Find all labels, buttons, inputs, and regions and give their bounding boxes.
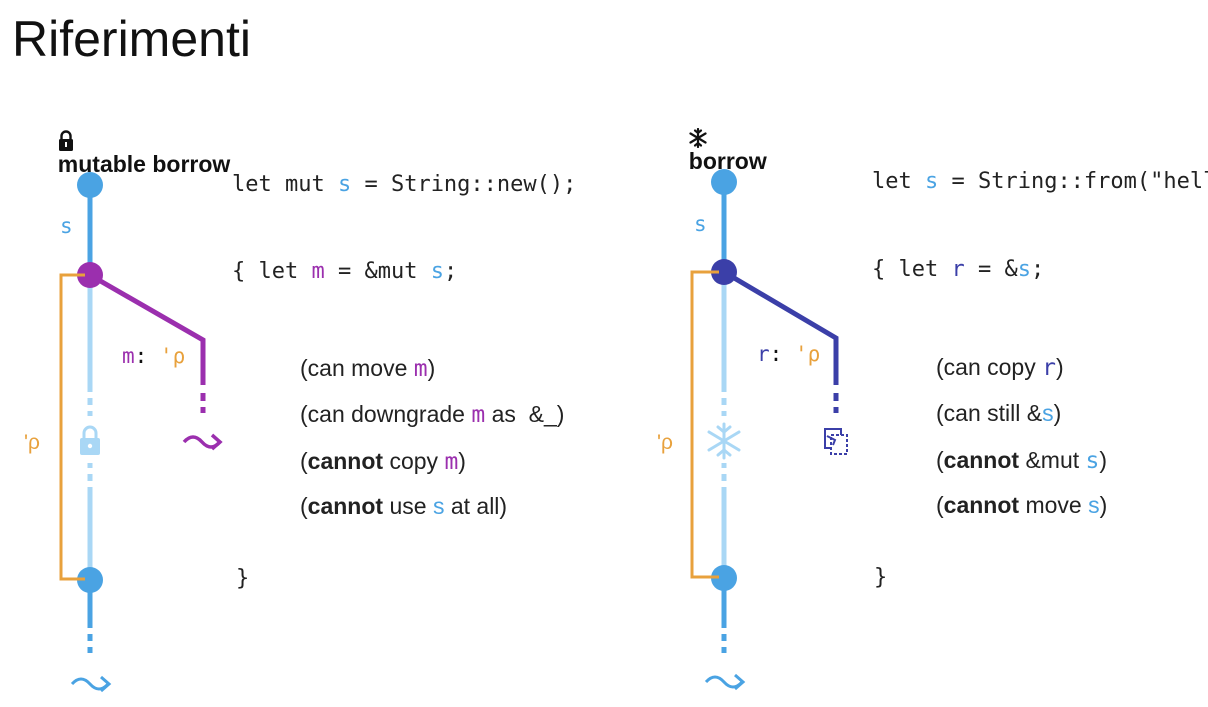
move-arrow-icon [70,675,112,693]
code-close-brace: } [874,565,888,590]
snowflake-icon [707,422,741,460]
note-cannot-mut-borrow: (cannot &mut s) [936,447,1108,474]
note-cannot-move: (cannot move s) [936,492,1108,518]
owner-label: s [694,212,707,236]
move-arrow-icon [704,673,746,691]
lock-icon [80,425,100,455]
right-heading-text: borrow [688,148,767,174]
owner-start-node [77,172,103,198]
lifetime-label: 'ρ [24,431,40,454]
mut-borrow-node [77,262,103,288]
code-line-let-m: { let m = &mut s; [232,259,458,284]
ref-label: r: 'ρ [757,342,821,366]
note-can-downgrade: (can downgrade m as &_) [300,401,565,428]
owner-end-node [77,567,103,593]
shared-borrow-node [711,259,737,285]
owner-label: s [60,214,73,238]
lifetime-bracket [59,273,85,581]
lock-icon [58,130,73,151]
code-line-let-r: { let r = &s; [872,257,1045,282]
mut-ref-branch [88,272,206,385]
page-title: Riferimenti [12,11,251,67]
code-line-let-s: let mut s = String::new(); [232,172,577,197]
note-can-still-borrow: (can still &s) [936,400,1062,426]
owner-start-node [711,169,737,195]
lifetime-label: 'ρ [657,431,673,454]
left-heading: mutable borrow [45,107,230,176]
left-heading-text: mutable borrow [57,151,231,177]
snowflake-icon [689,127,707,149]
left-diagram [59,172,223,693]
note-cannot-use: (cannot use s at all) [300,493,508,519]
ref-move-arrow-icon [182,433,223,451]
lifetime-bracket [690,270,719,579]
right-diagram [690,169,848,691]
copy-icon [824,428,848,455]
shared-ref-branch [722,269,839,385]
owner-end-node [711,565,737,591]
right-heading: borrow [676,104,767,173]
code-line-let-s: let s = String::from("hello [872,169,1208,194]
note-cannot-copy: (cannot copy m) [300,448,466,475]
ref-label: m: 'ρ [122,344,186,368]
note-can-move: (can move m) [300,355,436,382]
code-close-brace: } [236,566,250,591]
note-can-copy: (can copy r) [936,354,1064,381]
